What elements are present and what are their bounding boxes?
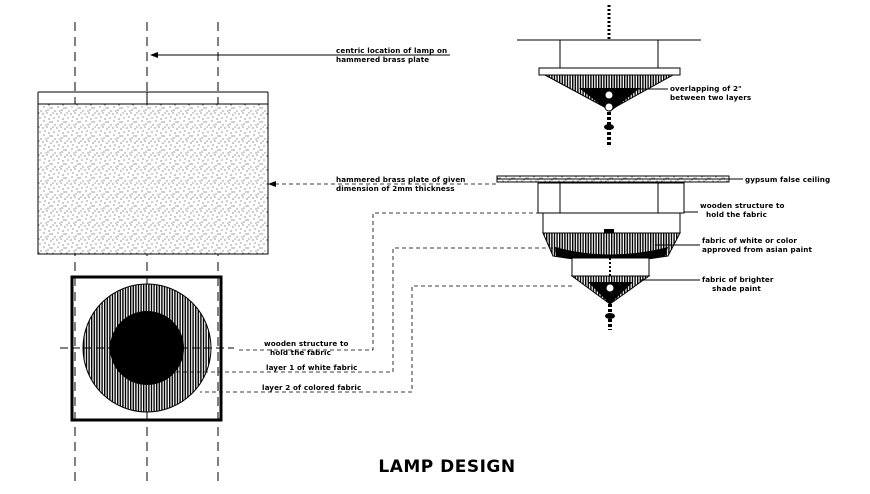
- lamp-elevation-top: [517, 5, 701, 146]
- svg-text:layer 1 of white fabric: layer 1 of white fabric: [266, 363, 358, 372]
- svg-text:approved from asian paint: approved from asian paint: [702, 245, 812, 254]
- label-wooden-structure-right: wooden structure to hold the fabric: [700, 201, 785, 219]
- svg-text:hold the fabric: hold the fabric: [270, 348, 331, 357]
- label-fabric-white: fabric of white or color approved from a…: [702, 236, 812, 254]
- leader-lines: [150, 52, 743, 393]
- label-wooden-structure-left: wooden structure to hold the fabric: [264, 339, 349, 357]
- label-centric-location: centric location of lamp on hammered bra…: [336, 46, 447, 64]
- label-gypsum: gypsum false ceiling: [745, 175, 830, 184]
- label-layer1: layer 1 of white fabric: [266, 363, 358, 372]
- label-overlapping: overlapping of 2" between two layers: [670, 84, 751, 102]
- svg-text:centric location of lamp on: centric location of lamp on: [336, 46, 447, 55]
- svg-text:shade paint: shade paint: [712, 284, 761, 293]
- label-fabric-brighter: fabric of brighter shade paint: [702, 275, 774, 293]
- svg-text:fabric of white or color: fabric of white or color: [702, 236, 797, 245]
- svg-text:between two layers: between two layers: [670, 93, 751, 102]
- svg-text:overlapping of 2": overlapping of 2": [670, 84, 742, 93]
- svg-text:fabric of brighter: fabric of brighter: [702, 275, 774, 284]
- svg-text:wooden structure to: wooden structure to: [264, 339, 349, 348]
- svg-text:dimension of 2mm thickness: dimension of 2mm thickness: [336, 184, 455, 193]
- label-brass-plate: hammered brass plate of given dimension …: [336, 175, 466, 193]
- label-layer2: layer 2 of colored fabric: [262, 383, 361, 392]
- lamp-plan-view: [60, 275, 234, 422]
- svg-text:layer 2 of colored fabric: layer 2 of colored fabric: [262, 383, 361, 392]
- svg-text:hammered brass plate of given: hammered brass plate of given: [336, 175, 466, 184]
- drawing-title: LAMP DESIGN: [378, 457, 515, 477]
- svg-text:hold the fabric: hold the fabric: [706, 210, 767, 219]
- svg-text:gypsum false ceiling: gypsum false ceiling: [745, 175, 830, 184]
- svg-text:hammered brass plate: hammered brass plate: [336, 55, 429, 64]
- lamp-elevation-bottom: [496, 175, 730, 330]
- brass-plate-plan: [37, 91, 269, 255]
- svg-text:wooden structure to: wooden structure to: [700, 201, 785, 210]
